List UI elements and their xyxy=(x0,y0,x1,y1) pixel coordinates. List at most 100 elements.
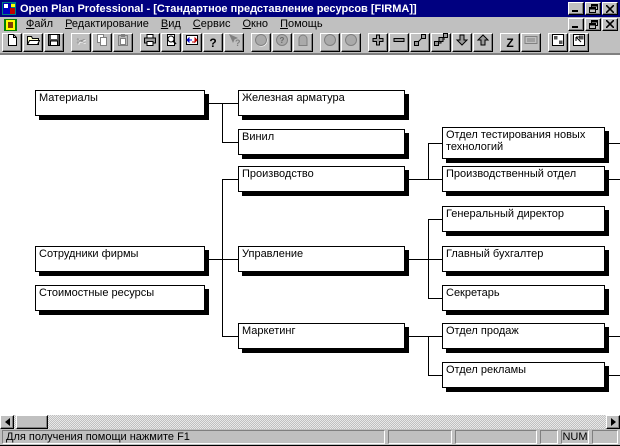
document-icon[interactable] xyxy=(4,18,18,31)
resource-circle2-button xyxy=(320,33,340,52)
save-floppy-icon xyxy=(47,33,61,52)
window-title: Open Plan Professional - [Стандартное пр… xyxy=(20,2,417,15)
scroll-left-button[interactable] xyxy=(0,415,14,429)
tile-windows-button[interactable] xyxy=(548,33,568,52)
print-preview-button[interactable] xyxy=(161,33,181,52)
mdi-minimize-button[interactable] xyxy=(568,17,584,31)
add-button[interactable] xyxy=(368,33,388,52)
cut-button: ✂ xyxy=(71,33,91,52)
minus-icon xyxy=(392,33,406,52)
tree-node-iron-fittings[interactable]: Железная арматура xyxy=(238,90,405,116)
menu-bar: Файл Редактирование Вид Сервис Окно Помо… xyxy=(0,17,620,31)
connector-line xyxy=(428,219,442,220)
svg-text:?: ? xyxy=(235,38,241,47)
menu-service[interactable]: Сервис xyxy=(192,18,231,30)
tree-node-chief-accountant[interactable]: Главный бухгалтер xyxy=(442,246,605,272)
printer-icon xyxy=(143,33,157,52)
menu-file[interactable]: Файл xyxy=(26,18,54,30)
resize-window-button[interactable] xyxy=(569,33,589,52)
tree-node-general-director[interactable]: Генеральный директор xyxy=(442,206,605,232)
minimize-button[interactable] xyxy=(568,2,584,15)
stepped-nodes-icon xyxy=(434,33,448,52)
app-icon xyxy=(2,2,16,15)
num-lock-indicator: NUM xyxy=(561,430,589,444)
connector-line xyxy=(428,143,442,144)
keyboard-button xyxy=(521,33,541,52)
connector-line xyxy=(428,375,442,376)
move-down-button[interactable] xyxy=(452,33,472,52)
menu-help[interactable]: Помощь xyxy=(280,18,323,30)
new-button[interactable] xyxy=(2,33,22,52)
connector-line xyxy=(428,219,429,299)
arrow-down-icon xyxy=(455,33,469,52)
resource-circle-question-button: ? xyxy=(272,33,292,52)
connector-line xyxy=(209,259,238,260)
scroll-right-button[interactable] xyxy=(606,415,620,429)
connector-line xyxy=(222,336,238,337)
tree-node-production[interactable]: Производство xyxy=(238,166,405,192)
tree-node-secretary[interactable]: Секретарь xyxy=(442,285,605,311)
tree-node-testing-dept[interactable]: Отдел тестирования новых технологий xyxy=(442,127,605,159)
menu-edit[interactable]: Редактирование xyxy=(65,18,149,30)
tree-node-materials[interactable]: Материалы xyxy=(35,90,205,116)
connector-stub xyxy=(609,143,620,144)
tree-node-management[interactable]: Управление xyxy=(238,246,405,272)
tree-node-cost-resources[interactable]: Стоимостные ресурсы xyxy=(35,285,205,311)
rounded-node-icon xyxy=(296,33,310,52)
open-folder-icon xyxy=(26,33,41,52)
close-button[interactable] xyxy=(602,2,618,15)
status-pane-2 xyxy=(455,430,537,444)
restore-button[interactable] xyxy=(585,2,601,15)
open-button[interactable] xyxy=(23,33,43,52)
help-button[interactable]: ? xyxy=(203,33,223,52)
stepped-nodes-button[interactable] xyxy=(431,33,451,52)
horizontal-scrollbar[interactable] xyxy=(0,415,620,429)
move-up-button[interactable] xyxy=(473,33,493,52)
circle-question-icon: ? xyxy=(275,33,289,52)
plus-icon xyxy=(371,33,385,52)
tree-node-marketing[interactable]: Маркетинг xyxy=(238,323,405,349)
help-icon: ? xyxy=(209,35,217,50)
connector-line xyxy=(409,179,442,180)
resource-circle-button xyxy=(251,33,271,52)
tree-node-advertising-dept[interactable]: Отдел рекламы xyxy=(442,362,605,388)
print-button[interactable] xyxy=(140,33,160,52)
remove-button[interactable] xyxy=(389,33,409,52)
scrollbar-thumb[interactable] xyxy=(16,415,48,429)
mdi-restore-button[interactable] xyxy=(585,17,601,31)
tree-node-production-dept[interactable]: Производственный отдел xyxy=(442,166,605,192)
menu-window[interactable]: Окно xyxy=(242,18,269,30)
copy-button xyxy=(92,33,112,52)
keyboard-icon xyxy=(524,33,538,52)
zigzag-button[interactable]: Z xyxy=(500,33,520,52)
connector-stub xyxy=(609,375,620,376)
connector-line xyxy=(409,259,442,260)
exchange-button[interactable] xyxy=(182,33,202,52)
mdi-close-button[interactable] xyxy=(602,17,618,31)
tree-node-sales-dept[interactable]: Отдел продаж xyxy=(442,323,605,349)
connector-line xyxy=(428,143,429,180)
title-bar: Open Plan Professional - [Стандартное пр… xyxy=(0,0,620,17)
status-message: Для получения помощи нажмите F1 xyxy=(2,430,385,444)
connector-line xyxy=(222,142,238,143)
exchange-arrows-icon xyxy=(185,33,199,52)
connector-stub xyxy=(609,336,620,337)
status-pane-1 xyxy=(388,430,452,444)
tree-node-employees[interactable]: Сотрудники фирмы xyxy=(35,246,205,272)
connector-line xyxy=(409,336,442,337)
resource-circle3-button xyxy=(341,33,361,52)
toolbar: ✂ ? ? ? Z xyxy=(0,31,620,54)
diagonal-nodes-icon xyxy=(413,33,427,52)
diagonal-nodes-button[interactable] xyxy=(410,33,430,52)
connector-line xyxy=(222,179,223,337)
connector-line xyxy=(209,103,238,104)
arrow-help-icon: ? xyxy=(227,33,241,52)
tree-node-vinyl[interactable]: Винил xyxy=(238,129,405,155)
status-bar: Для получения помощи нажмите F1 NUM xyxy=(0,429,620,445)
status-pane-3 xyxy=(540,430,558,444)
clipboard-icon xyxy=(116,33,130,52)
menu-view[interactable]: Вид xyxy=(160,18,181,30)
triangle-left-icon xyxy=(4,418,10,426)
save-button[interactable] xyxy=(44,33,64,52)
